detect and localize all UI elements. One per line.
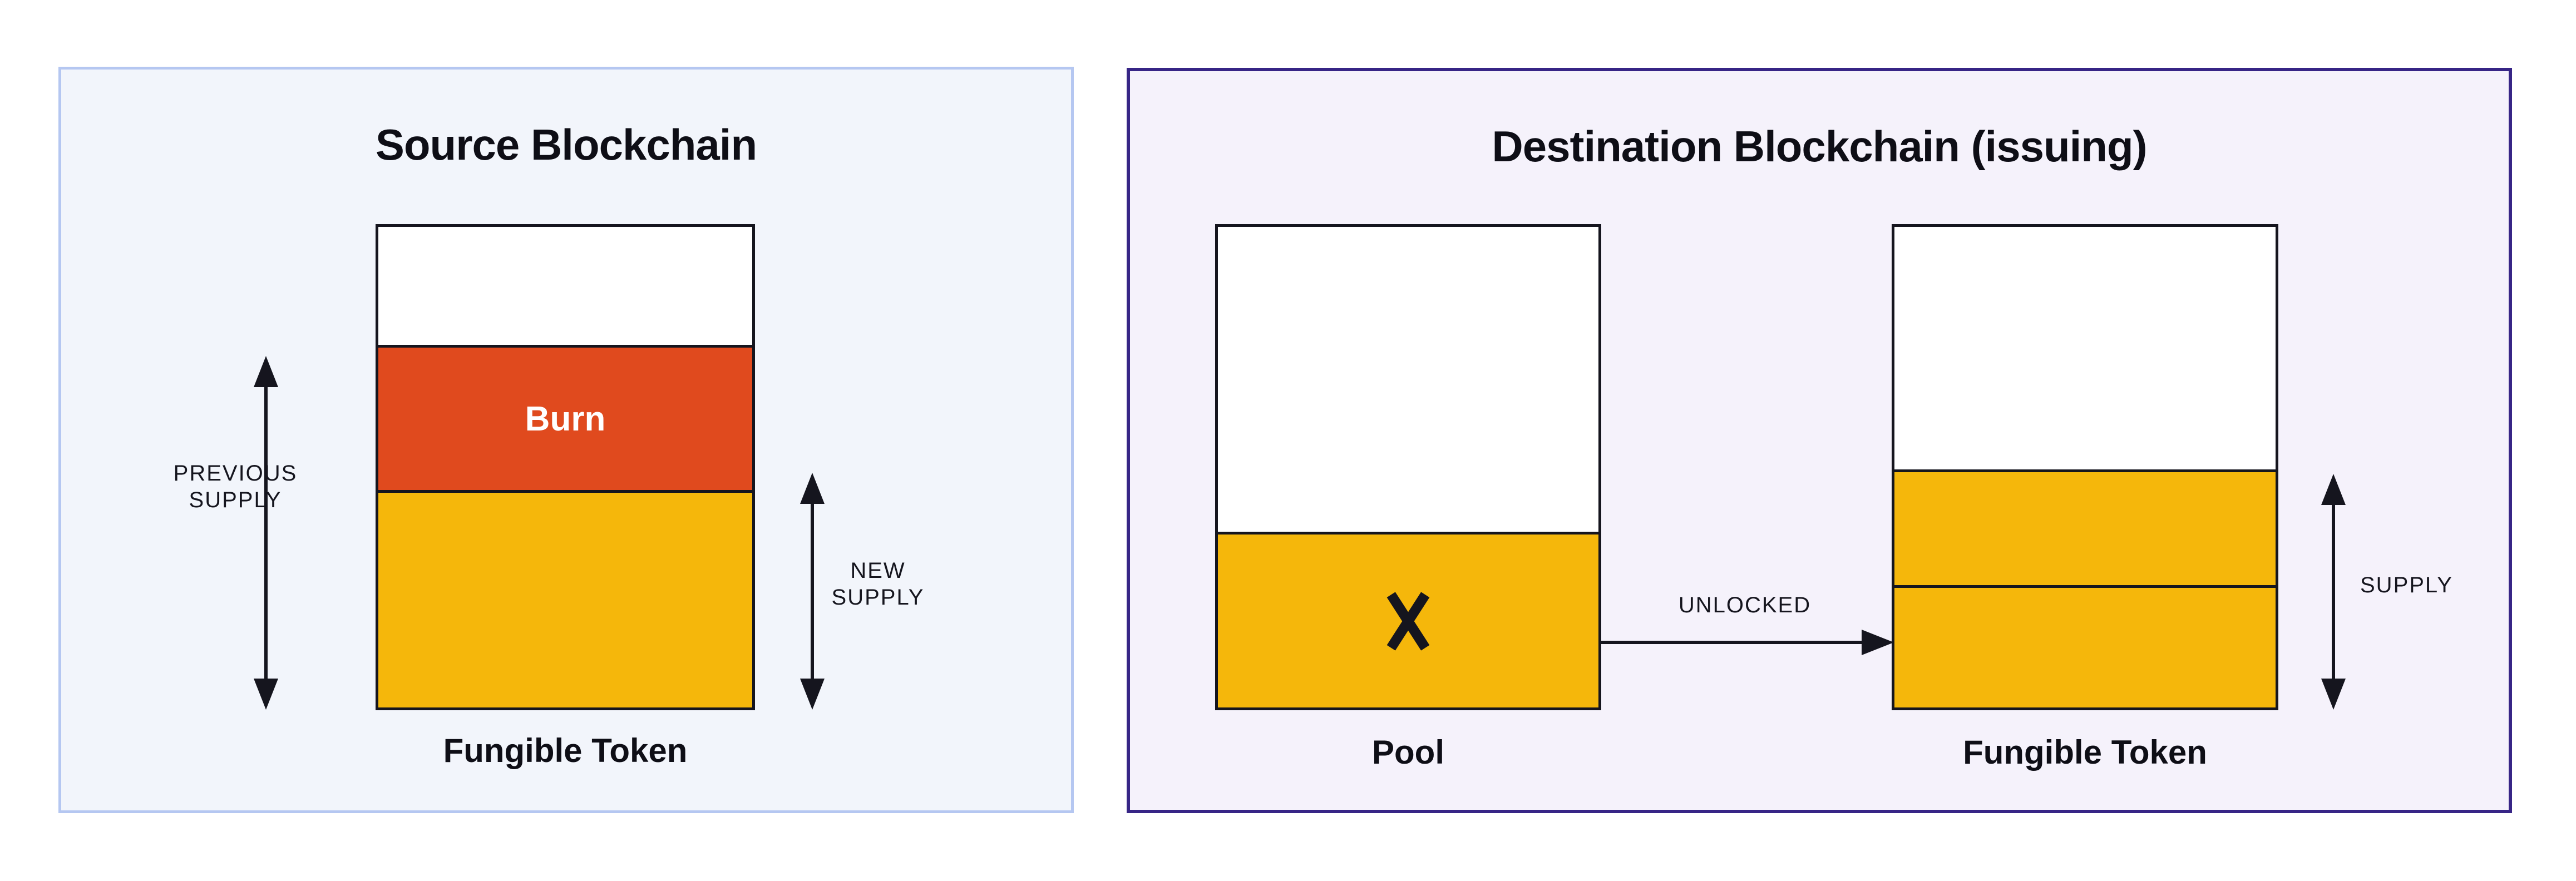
pool-empty-segment bbox=[1218, 227, 1598, 532]
pool-unlocked-tokens-segment bbox=[1218, 532, 1598, 707]
destination-existing-supply-segment bbox=[1894, 469, 2276, 585]
supply-label: SUPPLY bbox=[2360, 573, 2453, 597]
previous-supply-label: PREVIOUS SUPPLY bbox=[173, 461, 298, 512]
new-supply-arrow bbox=[800, 473, 825, 710]
destination-empty-supply-segment bbox=[1894, 227, 2276, 470]
destination-panel-title: Destination Blockchain (issuing) bbox=[1492, 122, 2147, 171]
pool-bar bbox=[1215, 224, 1601, 710]
destination-blockchain-panel: Destination Blockchain (issuing) Pool UN… bbox=[1127, 68, 2512, 813]
source-remaining-supply-segment bbox=[378, 489, 752, 707]
source-panel-title: Source Blockchain bbox=[375, 120, 757, 169]
destination-newly-unlocked-segment bbox=[1894, 585, 2276, 707]
unlocked-arrow bbox=[1601, 630, 1894, 655]
source-token-bar: Burn bbox=[376, 224, 755, 710]
new-supply-label: NEW SUPPLY bbox=[831, 558, 925, 610]
source-blockchain-panel: Source Blockchain Burn PREVIOUS SUPPLY N… bbox=[58, 67, 1074, 813]
previous-supply-arrow bbox=[254, 356, 278, 710]
source-empty-supply-segment bbox=[378, 227, 752, 345]
burn-segment: Burn bbox=[378, 345, 752, 490]
pool-caption: Pool bbox=[1372, 734, 1444, 771]
supply-arrow bbox=[2321, 474, 2346, 710]
burn-segment-label: Burn bbox=[525, 399, 606, 438]
destination-token-bar bbox=[1892, 224, 2278, 710]
source-token-bar-caption: Fungible Token bbox=[443, 732, 688, 769]
cross-icon bbox=[1386, 592, 1430, 651]
destination-token-bar-caption: Fungible Token bbox=[1963, 734, 2207, 771]
unlocked-label: UNLOCKED bbox=[1678, 593, 1812, 617]
